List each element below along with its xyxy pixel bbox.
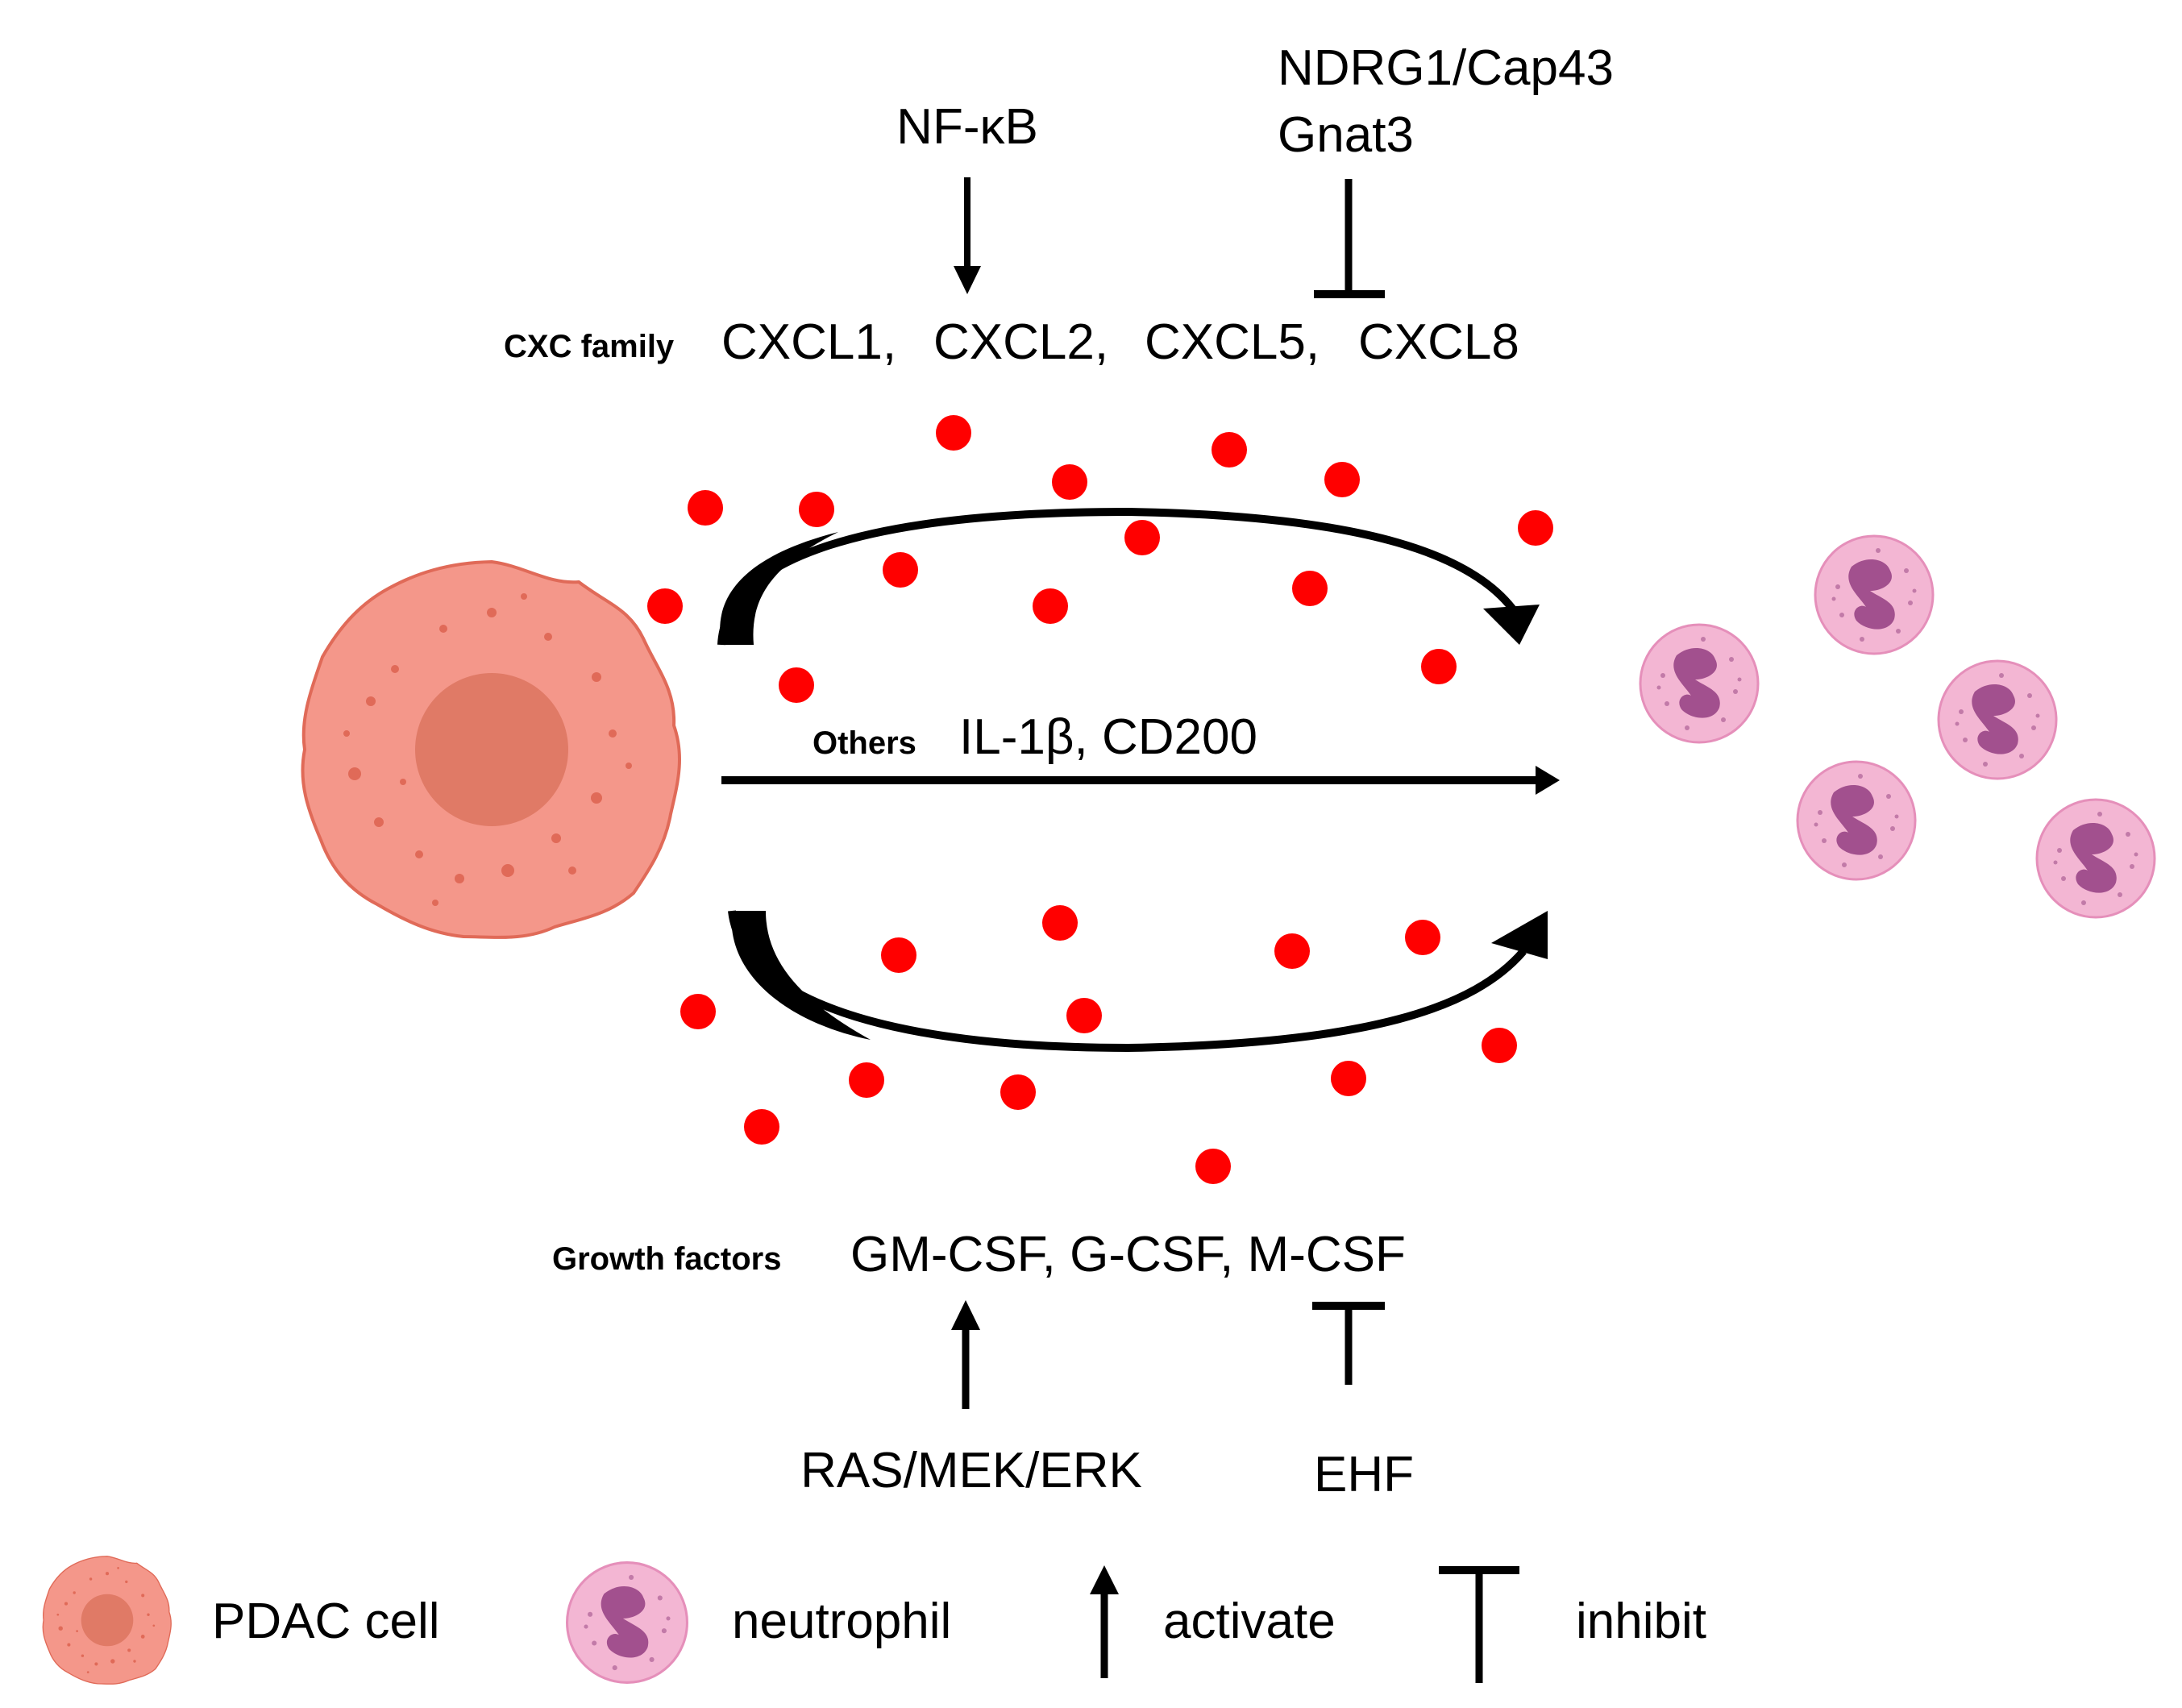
chemokine-dot xyxy=(1033,588,1068,624)
legend-inhibit-label: inhibit xyxy=(1576,1594,1706,1649)
legend-neutrophil-icon xyxy=(566,1561,688,1684)
cxcl2-label: CXCL2, xyxy=(933,314,1108,370)
others-members: IL-1β, CD200 xyxy=(959,709,1257,765)
chemokine-dot xyxy=(744,1109,779,1145)
chemokine-dot xyxy=(688,490,723,526)
chemokine-dot xyxy=(1212,432,1247,468)
upper-curved-arrow xyxy=(717,507,1540,646)
gnat3-label: Gnat3 xyxy=(1278,107,1414,163)
growth-factors-label: Growth factors xyxy=(552,1241,781,1277)
neutrophil-5 xyxy=(2035,798,2156,919)
chemokine-dot xyxy=(1518,510,1553,546)
chemokine-dot xyxy=(799,492,834,527)
legend-pdac-cell-label: PDAC cell xyxy=(212,1594,440,1649)
pdac-cell xyxy=(301,560,682,939)
legend-inhibit-bar-icon xyxy=(1439,1566,1519,1683)
neutrophil-4 xyxy=(1796,760,1917,881)
cxcl8-label: CXCL8 xyxy=(1358,314,1519,370)
lower-curved-arrow xyxy=(728,910,1548,1053)
chemokine-dot xyxy=(1052,464,1087,500)
ras-mek-erk-label: RAS/MEK/ERK xyxy=(800,1443,1142,1498)
growth-factors-members: GM-CSF, G-CSF, M-CSF xyxy=(850,1227,1406,1282)
others-label: Others xyxy=(813,725,916,761)
legend: PDAC cell neutrophil activate inhibit xyxy=(42,1556,1706,1685)
chemokine-dot xyxy=(1195,1149,1231,1184)
chemokine-dot xyxy=(1066,998,1102,1033)
legend-pdac-cell-icon xyxy=(42,1556,172,1685)
ras-activate-arrow xyxy=(951,1300,980,1409)
nfkb-activate-arrow xyxy=(954,177,981,294)
chemokine-dot xyxy=(779,667,814,703)
chemokine-dot xyxy=(647,588,683,624)
legend-activate-arrow-icon xyxy=(1090,1565,1119,1678)
chemokine-dots-lower xyxy=(680,905,1517,1184)
chemokine-dot xyxy=(1124,520,1160,555)
neutrophil-3 xyxy=(1937,659,2058,780)
ehf-label: EHF xyxy=(1314,1447,1414,1502)
chemokine-dot xyxy=(1405,920,1440,955)
chemokine-dot xyxy=(1274,933,1310,969)
neutrophil-2 xyxy=(1814,534,1935,655)
cxcl1-label: CXCL1, xyxy=(721,314,896,370)
middle-straight-arrow xyxy=(721,766,1560,795)
chemokine-dot xyxy=(680,994,716,1029)
ehf-inhibit-bar xyxy=(1312,1302,1385,1385)
chemokine-dot xyxy=(1482,1028,1517,1063)
nfkb-label: NF-κB xyxy=(896,99,1038,155)
chemokine-dot xyxy=(1331,1061,1366,1096)
chemokine-dots-upper xyxy=(647,415,1553,703)
cxc-family-label: CXC family xyxy=(504,329,675,364)
chemokine-dot xyxy=(1324,462,1360,497)
chemokine-dot xyxy=(881,937,916,973)
chemokine-dot xyxy=(1292,571,1328,606)
chemokine-dot xyxy=(1000,1074,1036,1110)
neutrophil-1 xyxy=(1639,623,1760,744)
ndrg1-inhibit-bar xyxy=(1314,179,1385,298)
chemokine-dot xyxy=(936,415,971,451)
cxcl5-label: CXCL5, xyxy=(1145,314,1320,370)
legend-activate-label: activate xyxy=(1163,1594,1336,1649)
chemokine-dot xyxy=(849,1062,884,1098)
legend-neutrophil-label: neutrophil xyxy=(732,1594,951,1649)
chemokine-dot xyxy=(883,552,918,588)
ndrg1-label: NDRG1/Cap43 xyxy=(1278,40,1614,96)
chemokine-dot xyxy=(1042,905,1078,941)
chemokine-dot xyxy=(1421,649,1457,684)
